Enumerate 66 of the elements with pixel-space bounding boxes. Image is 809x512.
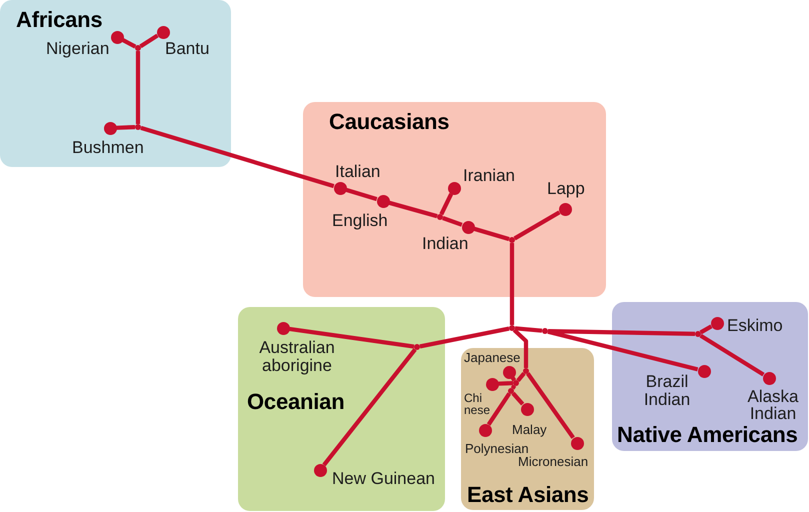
tree-branch [439, 192, 454, 216]
branch-point [695, 331, 701, 337]
population-label: Bushmen [72, 138, 144, 157]
tree-branch [514, 326, 542, 333]
tree-branch [526, 372, 575, 439]
tree-branch [346, 188, 378, 202]
tree-branch [510, 376, 516, 382]
tree-branch [548, 329, 696, 336]
tree-branch [511, 392, 524, 406]
branch-point [509, 237, 515, 243]
population-label: Polynesian [465, 442, 529, 456]
population-label: Iranian [463, 166, 515, 185]
population-label: Italian [335, 162, 380, 181]
population-label: Eskimo [727, 316, 783, 335]
population-label: Brazil Indian [642, 373, 692, 409]
tree-branch [498, 381, 514, 386]
tree-branch [116, 125, 136, 130]
tree-branch [289, 326, 414, 349]
population-label: Indian [422, 234, 468, 253]
tree-branch [420, 326, 510, 348]
population-label: Japanese [464, 351, 520, 365]
tree-branch [547, 330, 698, 372]
region-panel [238, 307, 445, 511]
tree-branch [510, 384, 516, 390]
region-title: Oceanian [247, 391, 344, 413]
population-label: Australian aborigine [258, 339, 336, 375]
population-label: Nigerian [46, 39, 110, 58]
tree-branch [510, 243, 514, 325]
branch-point [135, 45, 141, 51]
population-label: Alaska Indian [746, 388, 800, 422]
branch-point [135, 124, 141, 130]
region-title: Africans [16, 9, 102, 31]
tree-branch [122, 38, 136, 48]
region-title: Native Americans [617, 424, 798, 446]
region-panel [612, 302, 808, 451]
tree-branch [474, 226, 510, 242]
population-label: English [332, 211, 388, 230]
region-panel [0, 0, 231, 167]
branch-point [523, 368, 529, 374]
tree-branch [486, 392, 512, 426]
population-label: New Guinean [332, 469, 436, 488]
population-label: Chi nese [464, 392, 492, 416]
tree-branch [512, 328, 528, 368]
branch-point [437, 214, 443, 220]
tree-branch [322, 348, 417, 466]
tree-branch [442, 216, 463, 227]
tree-branch [139, 34, 159, 48]
tree-branch [700, 324, 712, 334]
region-title: Caucasians [329, 111, 450, 133]
region-panel [303, 102, 606, 297]
tree-branch [140, 126, 334, 188]
region-panel [461, 348, 594, 510]
tree-branch [136, 51, 140, 124]
population-label: Micronesian [518, 455, 588, 469]
branch-point [414, 344, 420, 350]
tree-branch [388, 200, 438, 218]
tree-branch [514, 210, 560, 240]
branch-point [542, 328, 548, 334]
region-title: East Asians [467, 484, 589, 506]
tree-branch [700, 334, 765, 376]
population-label: Malay [512, 423, 547, 437]
branch-point [508, 388, 514, 394]
population-label: Bantu [165, 39, 210, 58]
tree-branch [516, 372, 526, 382]
branch-point [509, 325, 515, 331]
population-label: Lapp [547, 179, 585, 198]
